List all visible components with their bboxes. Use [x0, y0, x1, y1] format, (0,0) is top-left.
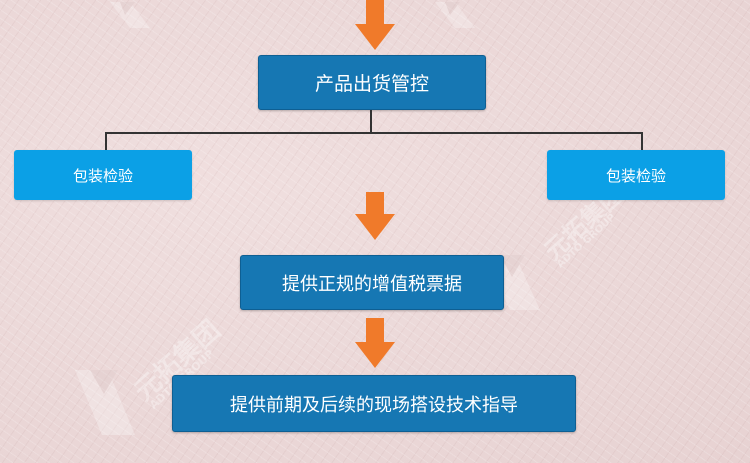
arrow-down-2	[355, 192, 395, 240]
arrow-down-1	[355, 0, 395, 50]
branch-connector	[105, 110, 643, 150]
node-product-shipment-control-label: 产品出货管控	[314, 73, 429, 95]
node-invoice: 提供正规的增值税票据	[240, 255, 504, 310]
arrow-down-3	[355, 318, 395, 368]
watermark-logo-2	[430, 0, 480, 34]
node-guidance: 提供前期及后续的现场搭设技术指导	[172, 375, 576, 432]
node-guidance-label: 提供前期及后续的现场搭设技术指导	[230, 394, 518, 416]
node-invoice-label: 提供正规的增值税票据	[282, 273, 462, 295]
node-packaging-inspection-left-label: 包装检验	[72, 166, 133, 185]
node-product-shipment-control: 产品出货管控	[258, 55, 486, 110]
node-packaging-inspection-right-label: 包装检验	[605, 166, 666, 185]
node-packaging-inspection-right: 包装检验	[547, 150, 725, 200]
watermark-group-left	[70, 320, 220, 444]
node-packaging-inspection-left: 包装检验	[14, 150, 192, 200]
watermark-logo-1	[105, 0, 155, 34]
